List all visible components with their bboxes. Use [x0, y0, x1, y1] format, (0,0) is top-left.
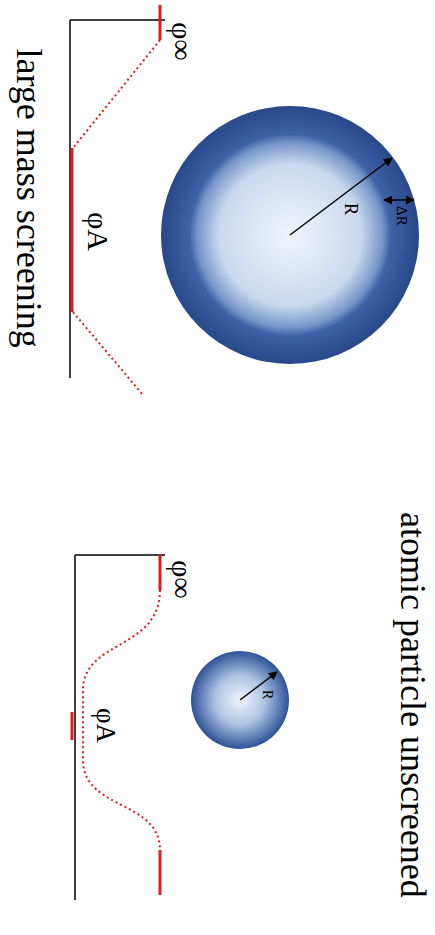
large-mass-sphere: R ΔR: [160, 105, 420, 365]
shell-arrow: [384, 199, 414, 201]
potential-label: φA: [83, 212, 113, 251]
axis-line: [70, 19, 165, 21]
potential-level: [71, 712, 74, 740]
sphere-body: [191, 651, 289, 749]
potential-label: φ∞: [167, 560, 197, 599]
atomic-particle-sphere: R: [190, 650, 290, 750]
potential-level: [159, 5, 162, 40]
potential-level: [159, 555, 162, 590]
panel-caption: large mass screening: [11, 49, 47, 348]
shell-thickness-label: ΔR: [394, 206, 409, 226]
radius-label: R: [342, 203, 360, 215]
radius-arrow: [240, 672, 277, 700]
potential-level: [71, 148, 74, 312]
potential-curve: [83, 590, 160, 850]
potential-label: φA: [92, 708, 119, 743]
sphere-shape: [160, 105, 420, 365]
radius-arrow: [290, 158, 392, 235]
sphere-body: [161, 106, 419, 364]
sphere-shape: [190, 650, 290, 750]
potential-slope: [73, 312, 143, 395]
panel-caption: atomic particle unscreened: [395, 512, 431, 898]
potential-slope: [73, 40, 160, 148]
potential-level: [159, 850, 162, 895]
potential-label: φ∞: [167, 22, 197, 61]
axis-line: [75, 554, 165, 556]
axis-line: [74, 555, 76, 900]
radius-label: R: [260, 690, 274, 699]
